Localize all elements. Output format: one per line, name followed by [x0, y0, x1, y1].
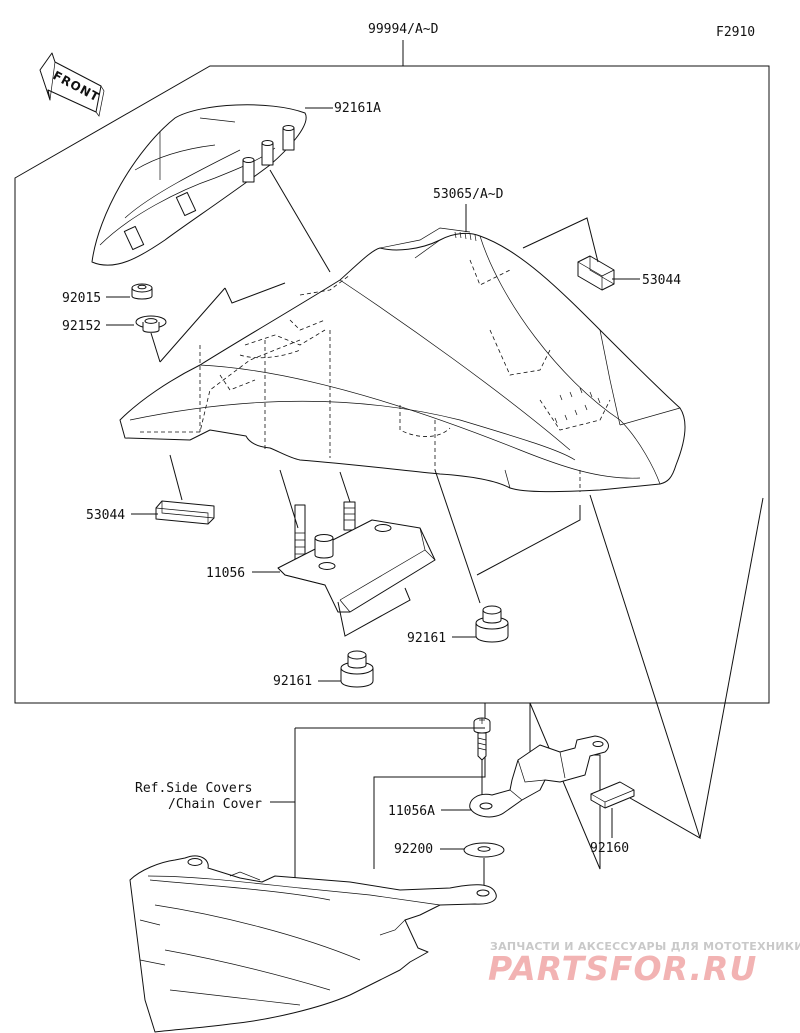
leader-damper-right-seat: [434, 469, 481, 604]
label-clip-right: 53044: [642, 273, 681, 288]
leader-collar-down: [150, 332, 161, 363]
label-pad: 92160: [590, 841, 629, 856]
label-damper-left: 92161: [273, 674, 312, 689]
bracket-part: [277, 501, 436, 613]
cowl-top-part: [91, 104, 307, 266]
clip-left-part: [155, 500, 215, 525]
label-assembly: 99994/A~D: [368, 22, 439, 37]
watermark-subtitle: ЗАПЧАСТИ И АКСЕССУАРЫ ДЛЯ МОТОТЕХНИКИ: [490, 940, 800, 953]
leader-clip-left-seat: [169, 454, 183, 501]
leader-bracket-seat-1: [279, 469, 299, 529]
reference-line2: /Chain Cover: [168, 797, 262, 812]
front-arrow-icon: [39, 52, 105, 117]
leader-bracket-damper: [337, 587, 411, 637]
leader-clip-right-seat: [522, 217, 599, 263]
clip-right-part: [577, 255, 615, 291]
leader-pad-assembly: [589, 494, 701, 840]
washer-part: [463, 842, 505, 858]
side-cover-part: [129, 855, 497, 1033]
label-cowl-top: 92161A: [334, 101, 381, 116]
leader-reference: [270, 727, 485, 889]
label-damper-right: 92161: [407, 631, 446, 646]
damper-left-part: [340, 650, 374, 688]
leader-cowl-to-seat: [269, 169, 331, 273]
label-bracket: 11056: [206, 566, 245, 581]
label-washer: 92200: [394, 842, 433, 857]
bolt-part: [473, 717, 491, 761]
label-bracket-lower: 11056A: [388, 804, 435, 819]
leader-grommet-frame: [159, 282, 286, 363]
leader-damper-right-frame: [476, 505, 581, 576]
bracket-lower-part: [469, 735, 609, 818]
label-clip-left: 53044: [86, 508, 125, 523]
seat-cover-part: [119, 227, 686, 493]
figure-code: F2910: [716, 25, 755, 40]
reference-line1: Ref.Side Covers: [135, 781, 252, 796]
damper-right-part: [475, 605, 509, 643]
collar-part: [135, 315, 167, 333]
leader-bracket-seat-2: [339, 471, 351, 503]
assembly-frame: [14, 65, 770, 704]
pad-part: [590, 781, 635, 809]
grommet-nut-part: [131, 283, 153, 300]
watermark-logo-text: PARTSFOR.RU: [488, 949, 757, 988]
label-collar: 92152: [62, 319, 101, 334]
label-seat-cover: 53065/A~D: [433, 187, 504, 202]
leader-pad-frame: [699, 497, 764, 839]
label-grommet-nut: 92015: [62, 291, 101, 306]
